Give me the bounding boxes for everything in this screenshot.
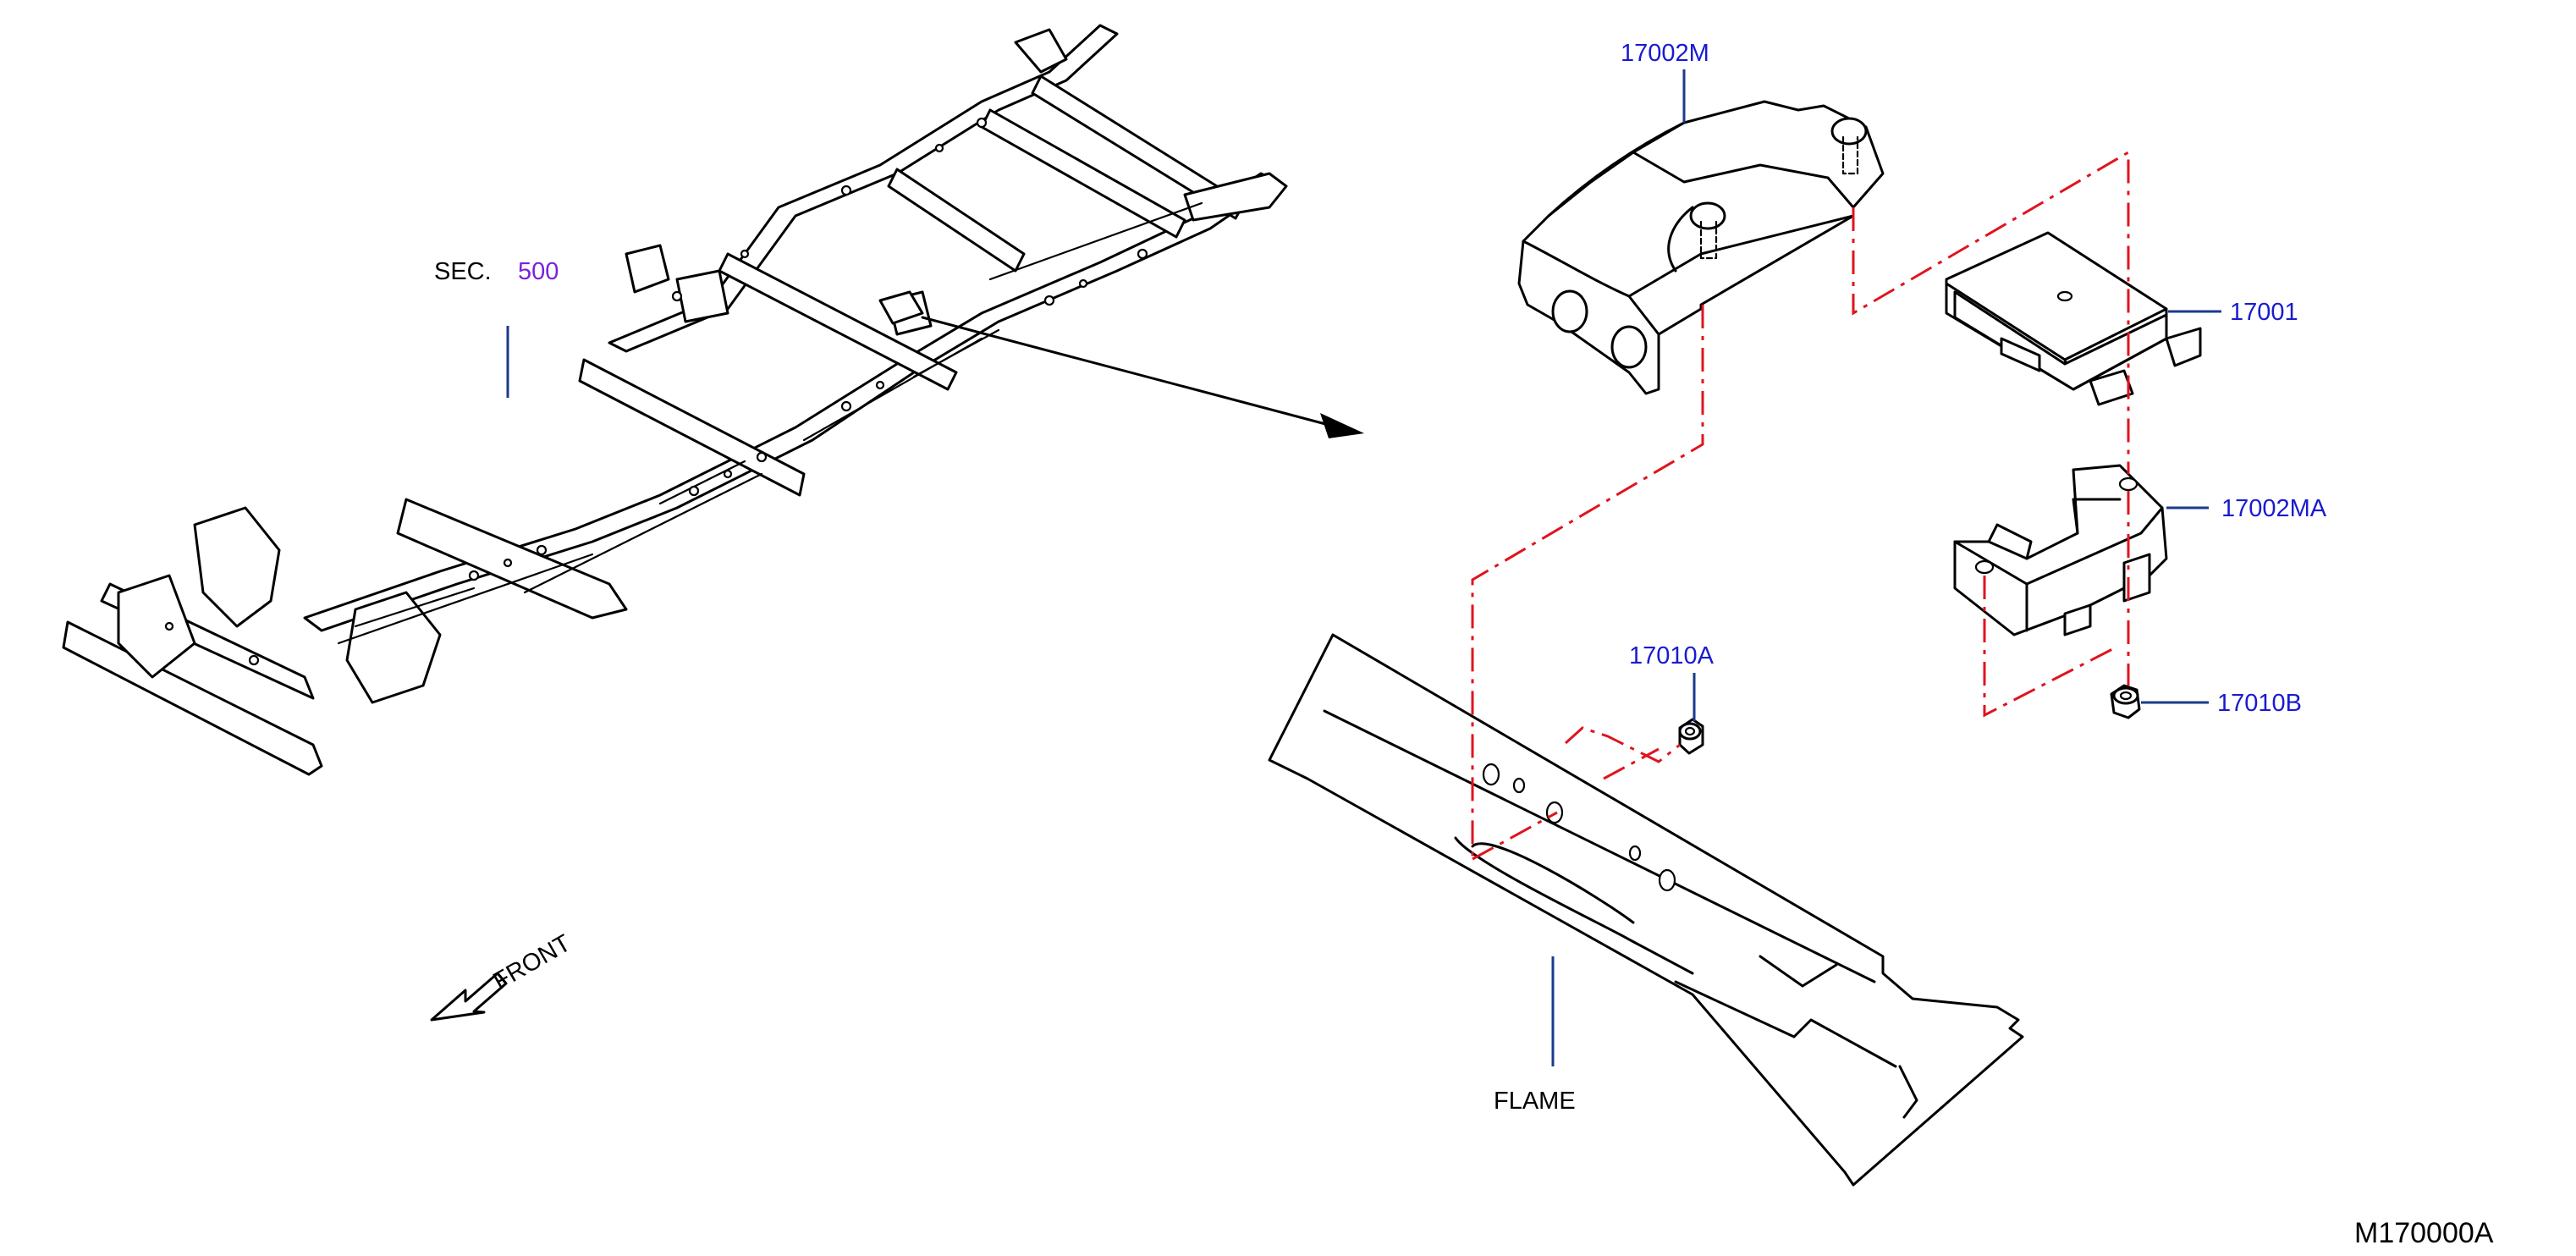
part-17002M-label[interactable]: 17002M [1621, 40, 1709, 67]
frame-rail-detail [1268, 633, 2024, 1187]
part-17010A-label[interactable]: 17010A [1629, 642, 1715, 669]
part-17001-label[interactable]: 17001 [2230, 299, 2298, 326]
control-module-17001 [1945, 231, 2202, 406]
front-direction-arrow-icon [430, 972, 508, 1022]
diagram-id: M170000A [2354, 1217, 2494, 1249]
sec-number-link[interactable]: 500 [518, 258, 559, 285]
sec-prefix: SEC. [434, 258, 492, 285]
detail-pointer-arrow [921, 316, 1364, 438]
front-label: FRONT [489, 929, 576, 995]
flame-label: FLAME [1494, 1088, 1576, 1115]
protector-cover-17002M [1517, 100, 1885, 395]
frame-holes [164, 117, 1148, 666]
part-17010B-label[interactable]: 17010B [2217, 690, 2302, 717]
nut-17010B [2110, 684, 2141, 719]
assembly-reference-lines [1471, 150, 2130, 861]
nut-17010A [1678, 718, 1704, 755]
vehicle-frame-drawing [62, 24, 1288, 776]
bracket-17002MA [1953, 464, 2168, 636]
part-17002MA-label[interactable]: 17002MA [2221, 495, 2327, 522]
